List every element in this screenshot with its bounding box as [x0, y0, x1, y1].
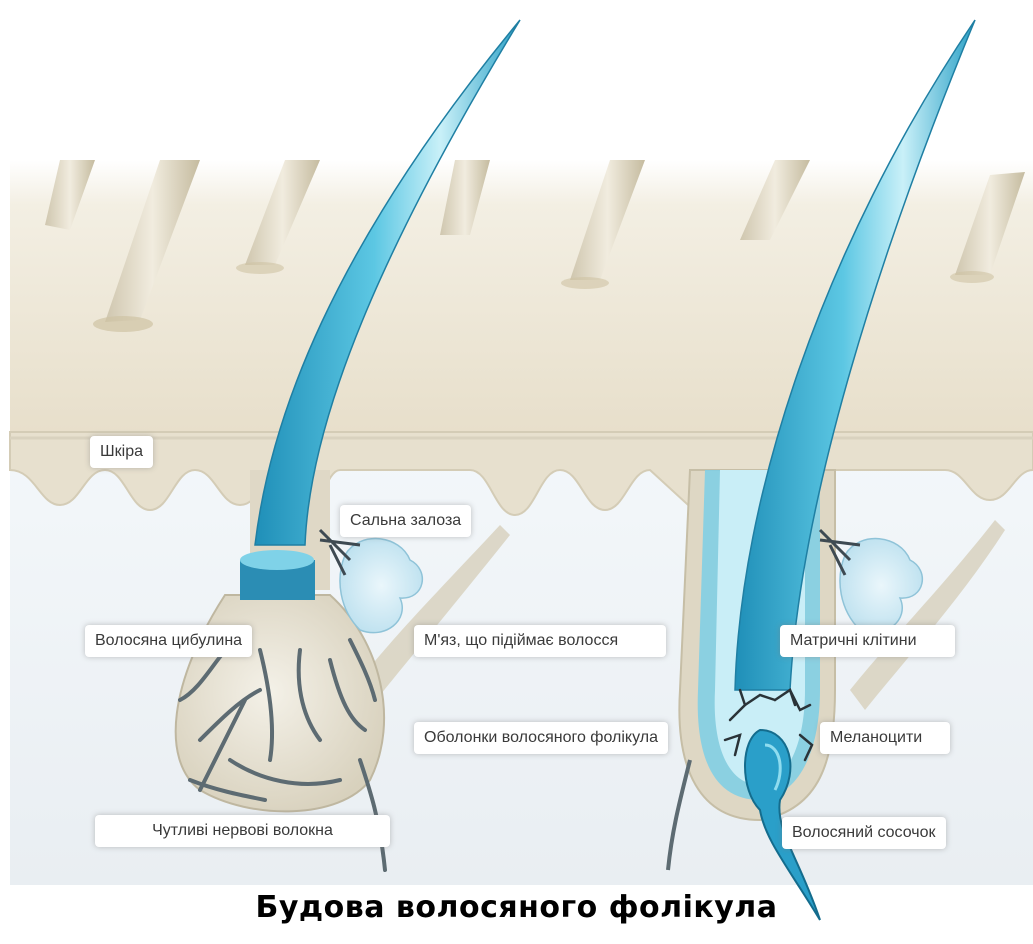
label-sebaceous-gland: Сальна залоза [340, 505, 471, 537]
label-dermal-papilla: Волосяний сосочок [782, 817, 946, 849]
diagram-caption: Будова волосяного фолікула [0, 890, 1033, 925]
label-skin: Шкіра [90, 436, 153, 468]
label-follicle-sheaths: Оболонки волосяного фолікула [414, 722, 668, 754]
label-melanocytes: Меланоцити [820, 722, 950, 754]
label-arrector-muscle: М'яз, що підіймає волосся [414, 625, 666, 657]
label-hair-bulb: Волосяна цибулина [85, 625, 252, 657]
label-nerve-fibers: Чутливі нервові волокна [95, 815, 390, 847]
label-matrix-cells: Матричні клітини [780, 625, 955, 657]
